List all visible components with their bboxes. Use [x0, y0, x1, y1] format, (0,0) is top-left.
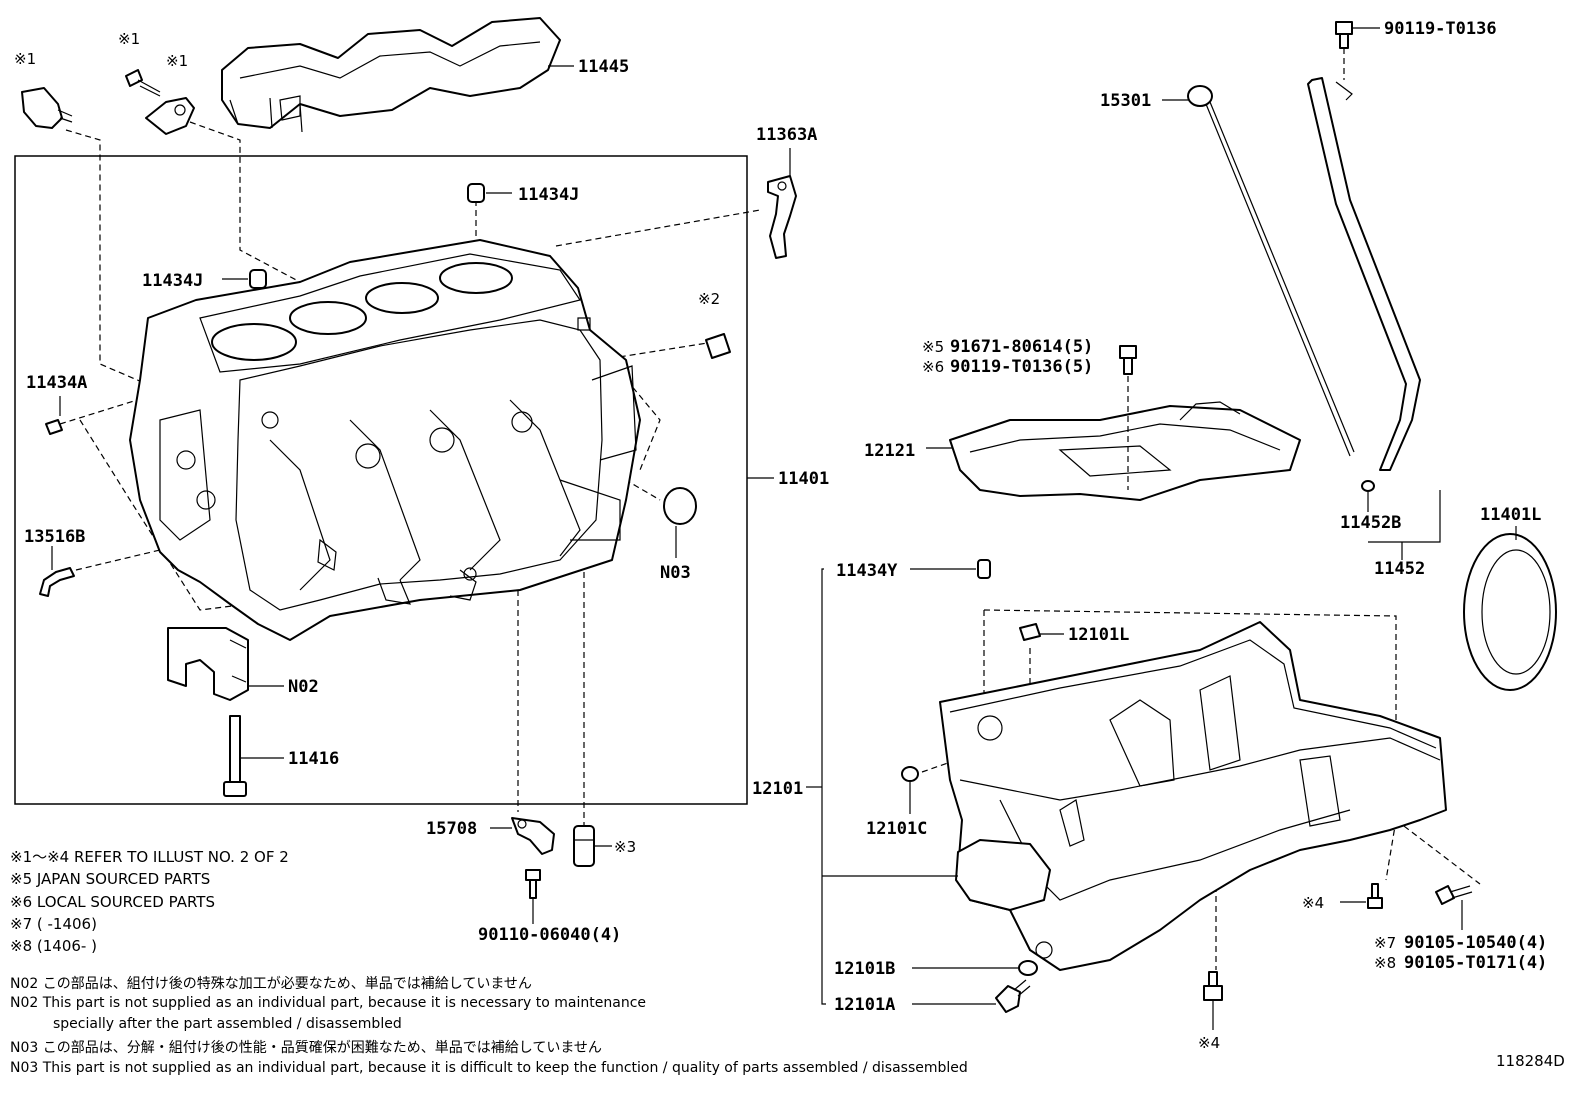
dipstick-guide [1307, 77, 1421, 471]
label-90110: 90110-06040(4) [478, 925, 621, 945]
bracket-11363a [767, 175, 797, 259]
bolt-top-left [125, 69, 161, 97]
note-japan-sourced: ※5 JAPAN SOURCED PARTS [10, 870, 210, 888]
note-refer: ※1〜※4 REFER TO ILLUST NO. 2 OF 2 [10, 848, 289, 866]
label-12101l: 12101L [1068, 625, 1129, 645]
baffle-plate-12121 [949, 401, 1301, 501]
mark-4a: ※4 [1302, 894, 1324, 912]
label-11363a: 11363A [756, 125, 817, 145]
note-n02-en-2: specially after the part assembled / dis… [53, 1016, 402, 1032]
cylinder-block [129, 239, 641, 641]
bolt-90119-top [1335, 21, 1353, 49]
bolt-90105 [1435, 885, 1473, 905]
label-12101: 12101 [752, 779, 803, 799]
oil-pan-12101 [939, 621, 1447, 971]
label-90119-mid: 90119-T0136(5) [950, 357, 1093, 377]
oil-seal-11401l [1463, 533, 1557, 691]
mark-4b: ※4 [1198, 1034, 1220, 1052]
assembly-frame-11401 [14, 155, 748, 805]
bolt-91671 [1119, 345, 1137, 375]
mark-1b: ※1 [118, 30, 140, 48]
illustration-id: 118284D [1496, 1052, 1565, 1070]
label-11452: 11452 [1374, 559, 1425, 579]
mark-8: ※8 [1374, 954, 1396, 972]
label-90119-top: 90119-T0136 [1384, 19, 1497, 39]
dowel-11434y [977, 559, 991, 579]
label-15708: 15708 [426, 819, 477, 839]
oil-jet-15708 [511, 817, 555, 855]
label-n03: N03 [660, 563, 691, 583]
dipstick-15301 [1187, 85, 1355, 457]
note-local-sourced: ※6 LOCAL SOURCED PARTS [10, 893, 215, 911]
note-mark7-range: ※7 ( -1406) [10, 915, 97, 933]
gasket-12101b [1018, 960, 1038, 976]
pin-11434a [45, 419, 63, 435]
note-n02-jp: N02 この部品は、組付け後の特殊な加工が必要なため、単品では補給していません [10, 976, 532, 992]
plug-n03 [663, 487, 697, 525]
label-11416: 11416 [288, 749, 339, 769]
mark-6: ※6 [922, 358, 944, 376]
label-11401: 11401 [778, 469, 829, 489]
label-90105-1: 90105-10540(4) [1404, 933, 1547, 953]
note-mark8-range: ※8 (1406- ) [10, 937, 97, 955]
bolt-90110 [525, 869, 541, 899]
label-11401l: 11401L [1480, 505, 1541, 525]
label-12101c: 12101C [866, 819, 927, 839]
label-n02: N02 [288, 677, 319, 697]
label-12101b: 12101B [834, 959, 895, 979]
label-11434a: 11434A [26, 373, 87, 393]
mark-1a: ※1 [14, 50, 36, 68]
mark-2: ※2 [698, 290, 720, 308]
bearing-cap-n02 [167, 627, 249, 701]
label-11445: 11445 [578, 57, 629, 77]
mark-5: ※5 [922, 338, 944, 356]
note-n03-jp: N03 この部品は、分解・組付け後の性能・品質確保が困難なため、単品では補給して… [10, 1040, 602, 1056]
label-11452b: 11452B [1340, 513, 1401, 533]
engine-cover-11445 [221, 17, 561, 133]
bolt-mark4-right [1367, 883, 1383, 909]
sensor-top-left [21, 87, 73, 129]
mark-7: ※7 [1374, 934, 1396, 952]
note-n02-en-1: N02 This part is not supplied as an indi… [10, 995, 646, 1011]
label-11434j-top: 11434J [518, 185, 579, 205]
mark-1c: ※1 [166, 52, 188, 70]
dowel-11434j-mid [249, 269, 267, 289]
label-11434y: 11434Y [836, 561, 898, 581]
valve-mark3 [573, 825, 595, 867]
note-n03-en: N03 This part is not supplied as an indi… [10, 1060, 968, 1076]
mark-3: ※3 [614, 838, 636, 856]
label-90105-2: 90105-T0171(4) [1404, 953, 1547, 973]
label-12101a: 12101A [834, 995, 895, 1015]
gasket-12101l [1019, 623, 1041, 641]
oring-11452b [1361, 480, 1375, 492]
bolt-11416 [223, 715, 247, 797]
label-91671: 91671-80614(5) [950, 337, 1093, 357]
label-13516b: 13516B [24, 527, 85, 547]
dowel-11434j-top [467, 183, 485, 203]
clamp-top-left [145, 97, 195, 135]
pin-mark2 [705, 333, 731, 359]
oring-12101c [901, 766, 919, 782]
pipe-13516b [39, 567, 75, 597]
label-11434j-mid: 11434J [142, 271, 203, 291]
drain-plug-12101a [995, 979, 1031, 1013]
label-15301: 15301 [1100, 91, 1151, 111]
bolt-mark4-bottom [1203, 971, 1223, 1001]
label-12121: 12121 [864, 441, 915, 461]
